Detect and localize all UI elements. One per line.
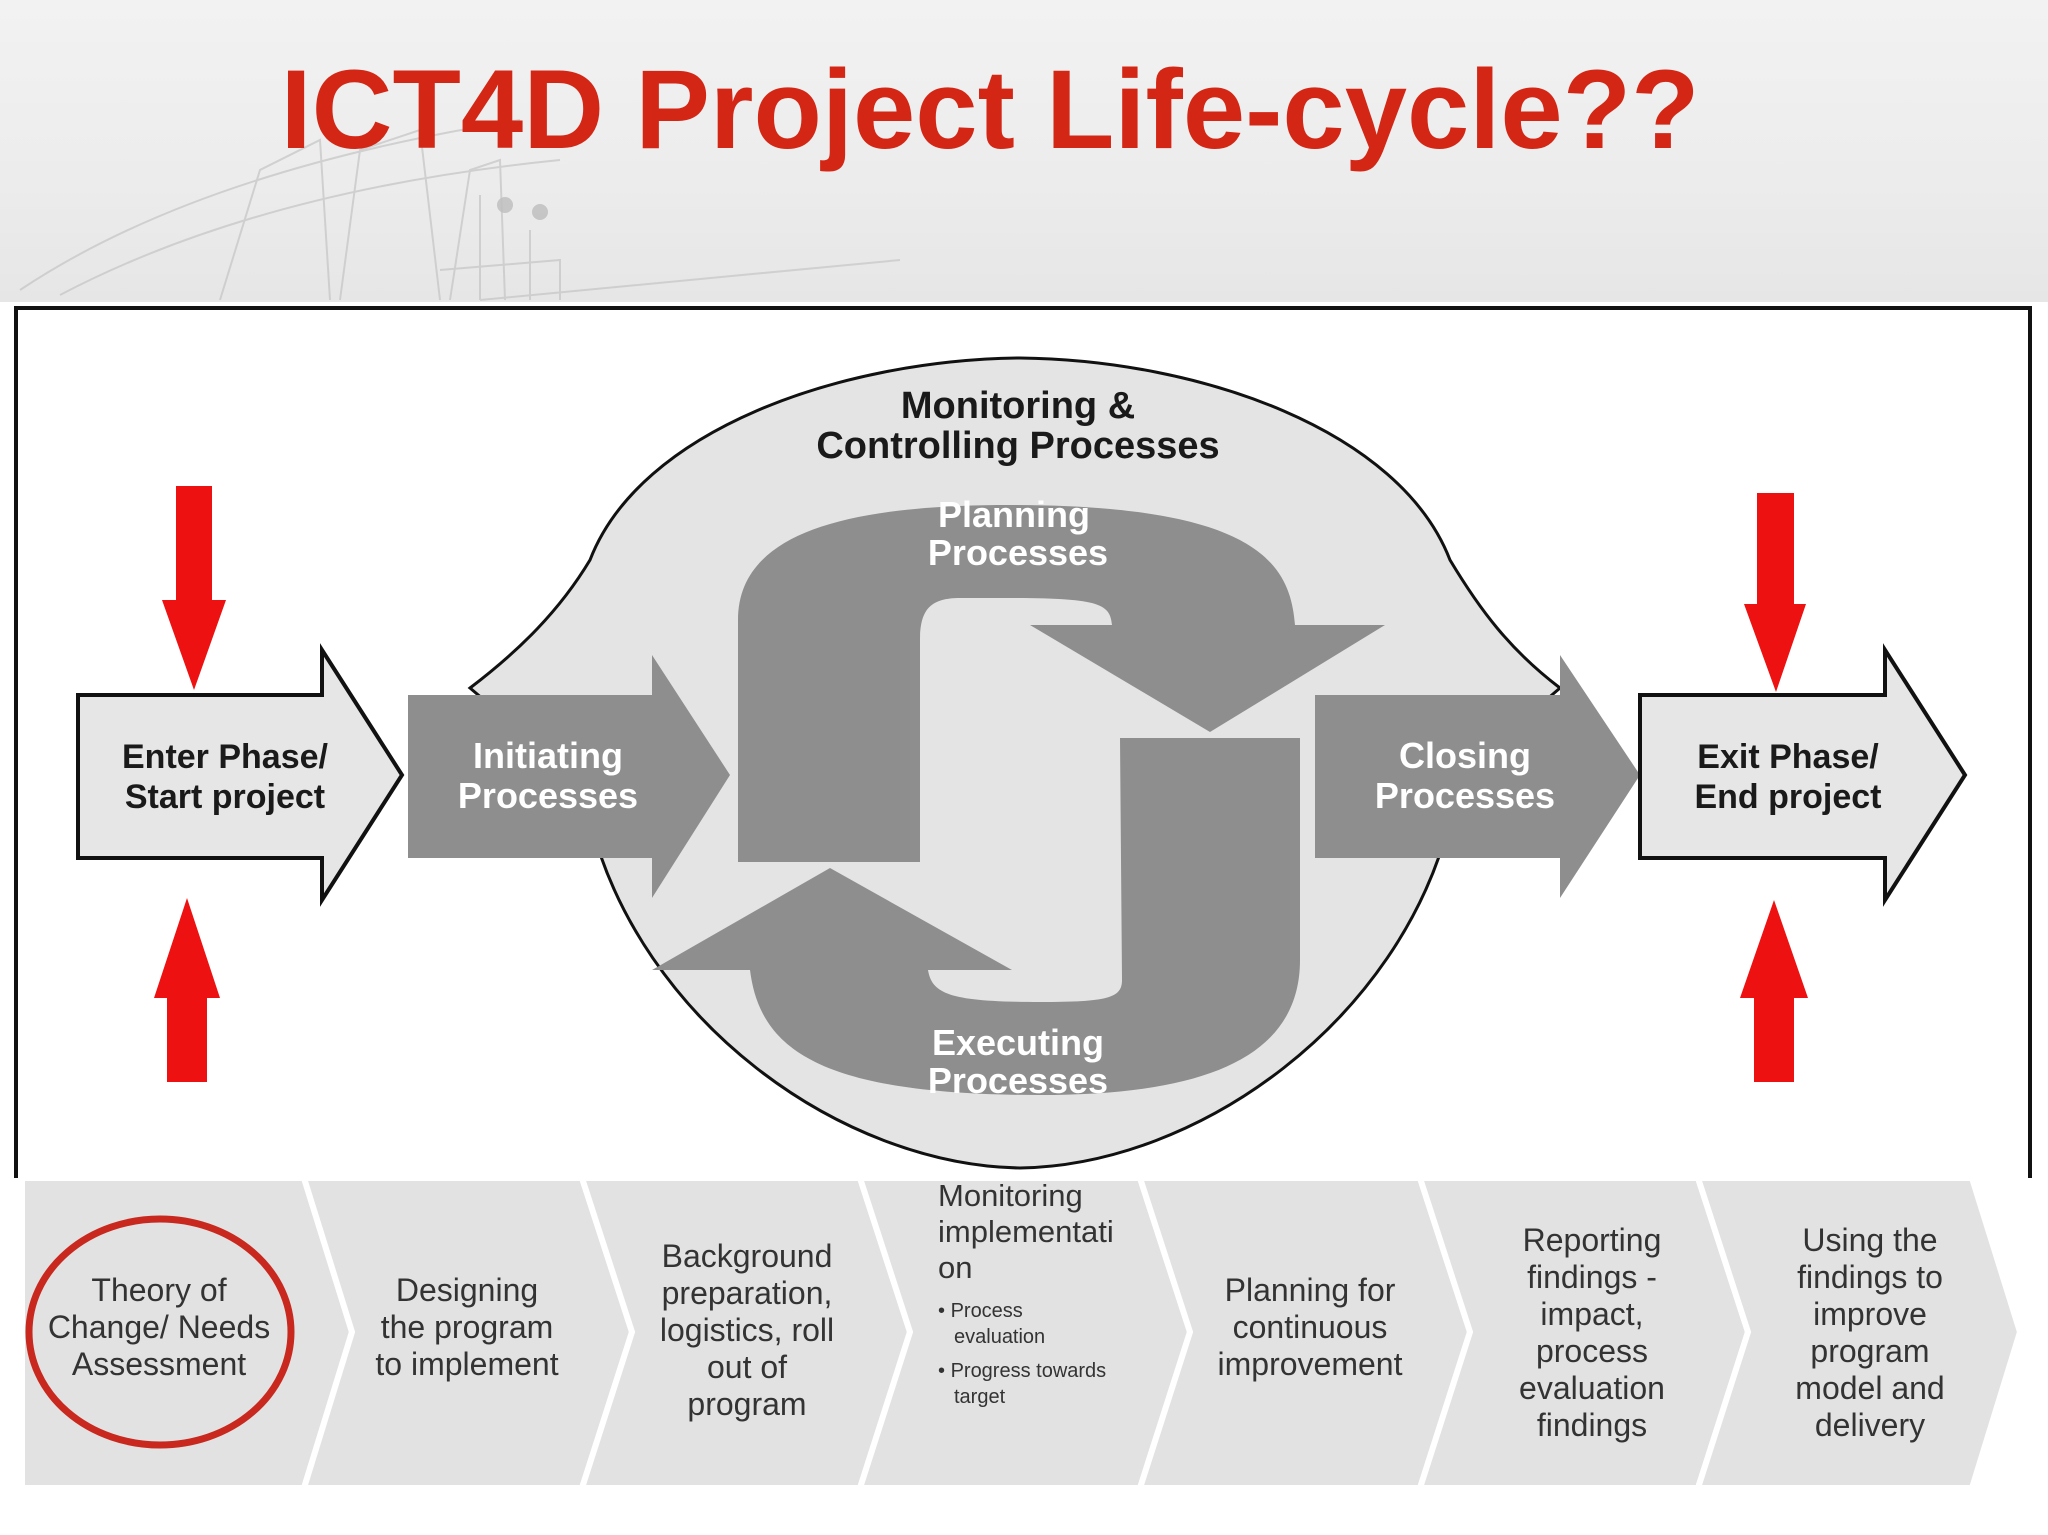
step-5-line: continuous — [1232, 1309, 1388, 1345]
step-2-line: Designing — [395, 1272, 539, 1308]
exit-phase-label-line1: Exit Phase/ — [1697, 738, 1879, 776]
monitoring-label-line2: Controlling Processes — [816, 425, 1219, 467]
exit-phase-label-line2: End project — [1694, 778, 1881, 816]
planning-label-line2: Processes — [928, 532, 1108, 573]
background-sketch-image — [19, 119, 900, 301]
step-6-line: impact, — [1540, 1296, 1644, 1332]
step-1-line: Change/ Needs — [47, 1309, 271, 1345]
step-1-line: Assessment — [71, 1346, 247, 1382]
initiating-label-line2: Processes — [458, 775, 638, 816]
exit-phase-arrow — [1638, 643, 1968, 907]
step-2-label: Designing the program to implement — [342, 1272, 592, 1383]
executing-processes-arrow — [652, 738, 1300, 1095]
step-3-line: logistics, roll — [659, 1312, 835, 1348]
chevron-strip-shapes — [19, 1175, 2024, 1491]
executing-label-line2: Processes — [928, 1060, 1108, 1101]
step-3-line: Background — [661, 1238, 833, 1274]
step-chevron-7 — [1693, 1175, 2024, 1491]
closing-label-line2: Processes — [1375, 775, 1555, 816]
monitoring-label-line1: Monitoring & — [901, 385, 1135, 427]
step-7-line: Using the — [1802, 1222, 1938, 1258]
step-7-line: delivery — [1814, 1407, 1926, 1443]
step-5-line: improvement — [1217, 1346, 1403, 1382]
step-4-line: on — [938, 1250, 973, 1285]
enter-phase-arrow — [76, 643, 405, 907]
step-6-line: evaluation — [1519, 1370, 1665, 1406]
step-7-line: improve — [1813, 1296, 1927, 1332]
step-6-line: findings — [1536, 1407, 1648, 1443]
step-4-bullet-1: • Process — [938, 1300, 1023, 1322]
enter-phase-label-line1: Enter Phase/ — [122, 738, 329, 776]
highlight-circle — [25, 1215, 295, 1449]
step-6-label: Reporting findings - impact, process eva… — [1472, 1222, 1712, 1444]
step-1-label: Theory of Change/ Needs Assessment — [34, 1272, 284, 1383]
red-up-arrow-enter — [154, 898, 220, 1082]
step-4-line: Monitoring — [938, 1178, 1083, 1213]
red-down-arrow-exit — [1744, 493, 1806, 692]
step-4-bullet-2-cont: target — [954, 1386, 1006, 1408]
step-4-label: Monitoring implementati on • Process eva… — [938, 1178, 1178, 1410]
red-down-arrow-enter — [162, 486, 226, 690]
header-background — [0, 0, 2048, 302]
process-cycle-diagram: Monitoring & Controlling Processes Plann… — [76, 356, 1968, 1170]
implementation-steps-strip: Theory of Change/ Needs Assessment Desig… — [19, 1175, 2024, 1492]
step-7-label: Using the findings to improve program mo… — [1750, 1222, 1990, 1444]
red-up-arrow-exit — [1740, 900, 1808, 1082]
step-4-line: implementati — [938, 1214, 1114, 1249]
planning-label-line1: Planning — [938, 494, 1090, 535]
executing-label-line1: Executing — [932, 1022, 1104, 1063]
closing-processes-arrow — [1315, 655, 1640, 898]
planning-processes-arrow — [738, 505, 1385, 862]
step-7-line: findings to — [1797, 1259, 1943, 1295]
step-3-line: out of — [706, 1349, 788, 1385]
step-2-line: the program — [380, 1309, 554, 1345]
step-7-line: program — [1810, 1333, 1930, 1369]
step-6-line: Reporting — [1522, 1222, 1662, 1258]
bullet-dot-icon: • — [938, 1300, 951, 1322]
step-1-line: Theory of — [91, 1272, 227, 1308]
initiating-label-line1: Initiating — [473, 735, 623, 776]
step-5-line: Planning for — [1224, 1272, 1396, 1308]
step-7-line: model and — [1795, 1370, 1945, 1406]
step-3-line: program — [687, 1386, 807, 1422]
slide-title: ICT4D Project Life-cycle?? — [280, 47, 1700, 172]
closing-label-line1: Closing — [1399, 735, 1531, 776]
step-4-bullet-1-cont: evaluation — [954, 1326, 1046, 1348]
initiating-processes-arrow — [408, 655, 730, 898]
enter-phase-label-line2: Start project — [125, 778, 325, 816]
step-3-line: preparation, — [661, 1275, 833, 1311]
step-3-label: Background preparation, logistics, roll … — [622, 1238, 872, 1423]
bullet-dot-icon: • — [938, 1360, 951, 1382]
step-4-bullet-2: • Progress towards — [938, 1360, 1107, 1382]
step-6-line: findings - — [1527, 1259, 1657, 1295]
step-2-line: to implement — [375, 1346, 559, 1382]
step-5-label: Planning for continuous improvement — [1180, 1272, 1440, 1383]
step-6-line: process — [1535, 1333, 1649, 1369]
